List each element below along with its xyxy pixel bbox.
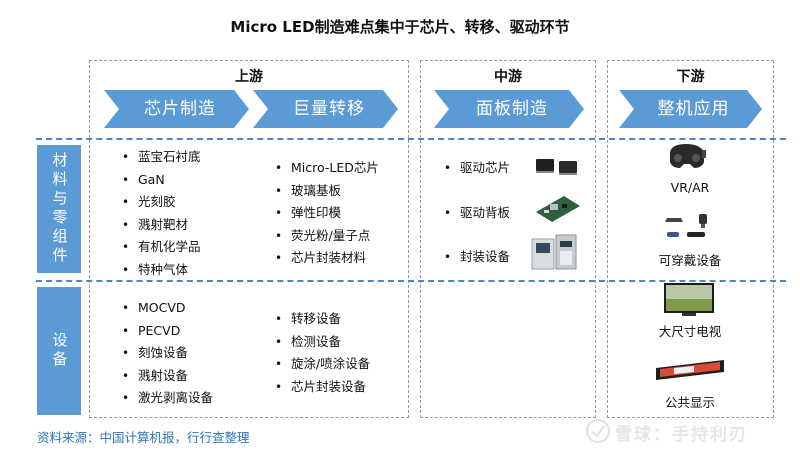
upstream-equipment-left-list: MOCVD PECVD 刻蚀设备 溅射设备 激光剥离设备 [122, 297, 213, 410]
list-item: 蓝宝石衬底 [122, 146, 201, 169]
watermark-text: 雪球：手持利刃 [615, 425, 748, 445]
chevron-panel-manufacturing: 面板制造 [434, 90, 584, 128]
upstream-equipment-right-list: 转移设备 检测设备 旋涂/喷涂设备 芯片封装设备 [275, 308, 370, 398]
driver-backplane-icon [534, 192, 582, 226]
chevron-label: 巨量转移 [293, 99, 365, 119]
product-label-wearables: 可穿戴设备 [658, 253, 722, 268]
chevron-arrow-icon [104, 90, 249, 128]
chevron-arrow-icon [253, 90, 398, 128]
list-item: Micro-LED芯片 [275, 157, 379, 180]
list-item: 驱动芯片 [444, 157, 510, 180]
list-item: 芯片封装材料 [275, 247, 379, 270]
downstream-panel [607, 60, 774, 418]
row-label-equipment: 设备 [37, 287, 81, 415]
midstream-panel [420, 60, 596, 418]
list-item: 旋涂/喷涂设备 [275, 353, 370, 376]
divider-top [36, 138, 786, 140]
list-item: 溅射靶材 [122, 214, 201, 237]
list-item: 有机化学品 [122, 236, 201, 259]
downstream-label: 下游 [676, 69, 705, 85]
driver-chip-icon [533, 155, 583, 177]
packaging-equipment-icon [528, 233, 580, 273]
product-label-public-display: 公共显示 [664, 395, 715, 410]
product-label-vr-ar: VR/AR [670, 180, 710, 195]
chevron-label: 整机应用 [657, 99, 730, 119]
list-item: 芯片封装设备 [275, 376, 370, 399]
list-item: 溅射设备 [122, 365, 213, 388]
midstream-label: 中游 [494, 69, 522, 85]
row-label-materials: 材料与零组件 [37, 145, 81, 273]
watermark-logo-icon [585, 418, 611, 444]
chevron-arrow-icon [619, 90, 762, 128]
chevron-label: 芯片制造 [144, 99, 216, 119]
divider-middle [36, 280, 786, 282]
chevron-label: 面板制造 [476, 99, 548, 119]
source-note: 资料来源：中国计算机报，行行查整理 [37, 430, 250, 445]
midstream-list: 驱动芯片 驱动背板 封装设备 [444, 157, 510, 269]
chevron-chip-manufacturing: 芯片制造 [104, 90, 249, 128]
upstream-label: 上游 [235, 69, 263, 85]
vr-headset-icon [666, 140, 708, 174]
product-label-large-tv: 大尺寸电视 [658, 324, 722, 339]
chevron-mass-transfer: 巨量转移 [253, 90, 398, 128]
wearable-devices-icon [663, 210, 715, 242]
list-item: GaN [122, 169, 201, 192]
list-item: 转移设备 [275, 308, 370, 331]
list-item: 光刻胶 [122, 191, 201, 214]
row-label-equipment-text: 设备 [50, 332, 69, 370]
list-item: 荧光粉/量子点 [275, 225, 379, 248]
upstream-panel [89, 60, 409, 418]
public-display-icon [654, 358, 726, 382]
upstream-materials-right-list: Micro-LED芯片 玻璃基板 弹性印模 荧光粉/量子点 芯片封装材料 [275, 157, 379, 270]
list-item: 特种气体 [122, 259, 201, 282]
large-tv-icon [662, 281, 716, 321]
page-title: Micro LED制造难点集中于芯片、转移、驱动环节 [230, 18, 570, 36]
list-item: 封装设备 [444, 246, 510, 269]
list-item: PECVD [122, 320, 213, 343]
list-item: 玻璃基板 [275, 180, 379, 203]
row-label-materials-text: 材料与零组件 [50, 152, 69, 266]
list-item: 激光剥离设备 [122, 387, 213, 410]
chevron-arrow-icon [434, 90, 584, 128]
chevron-end-application: 整机应用 [619, 90, 762, 128]
list-item: 刻蚀设备 [122, 342, 213, 365]
list-item: 弹性印模 [275, 202, 379, 225]
list-item: 检测设备 [275, 331, 370, 354]
list-item: 驱动背板 [444, 202, 510, 225]
list-item: MOCVD [122, 297, 213, 320]
upstream-materials-left-list: 蓝宝石衬底 GaN 光刻胶 溅射靶材 有机化学品 特种气体 [122, 146, 201, 281]
